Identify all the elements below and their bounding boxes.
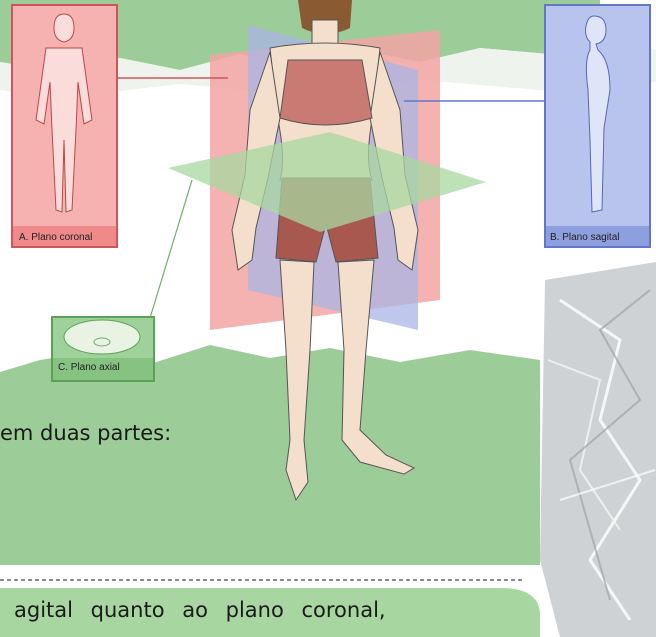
label-sagital-plane: B. Plano sagital (550, 232, 620, 243)
plastic-texture (540, 262, 656, 637)
top-green-band (0, 0, 600, 72)
label-axial-plane: C. Plano axial (58, 362, 120, 373)
panel-sagital (544, 4, 651, 248)
label-coronal-plane: A. Plano coronal (19, 232, 93, 243)
bottom-green-band (0, 345, 540, 565)
panel-coronal (11, 4, 118, 248)
axial-plane (168, 132, 486, 232)
text-pill (0, 588, 540, 637)
panel-axial (51, 316, 155, 382)
axial-connector (149, 179, 193, 319)
body-text-line-1: em duas partes: (0, 421, 172, 445)
body-text-line-2: agital quanto ao plano coronal, (14, 598, 386, 622)
